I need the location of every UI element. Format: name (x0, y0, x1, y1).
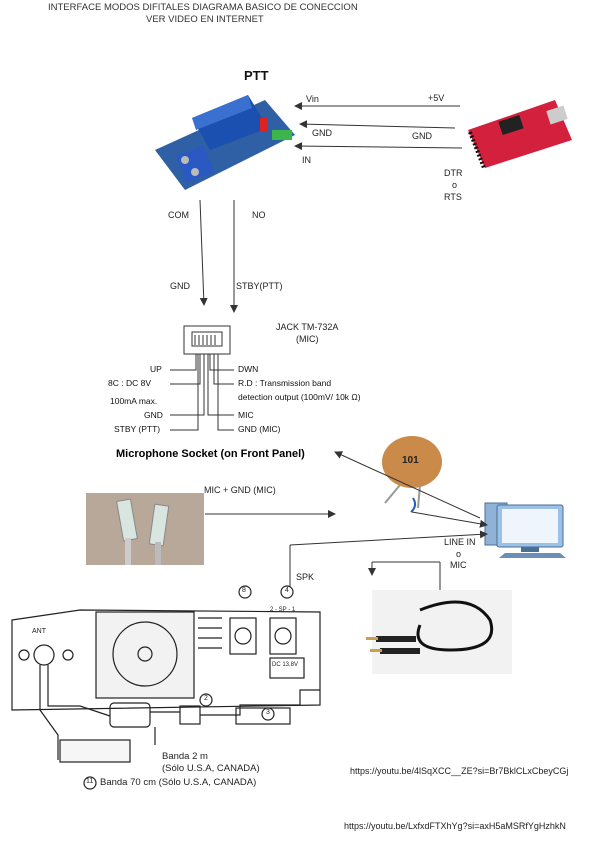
dc-label: DC 13.8V (272, 662, 299, 668)
ftdi-adapter-image (468, 100, 572, 169)
pin-100ma: 100mA max. (110, 396, 158, 406)
in-label: IN (302, 155, 311, 165)
vin-label: Vin (306, 94, 319, 104)
banda-2m-sub: (Sólo U.S.A, CANADA) (162, 763, 260, 774)
video-link-2[interactable]: https://youtu.be/LxfxdFTXhYg?si=axH5aMSR… (344, 821, 566, 831)
dtr-label: DTR (444, 168, 463, 178)
ptt-title: PTT (244, 68, 269, 83)
gnd-label-right: GND (412, 131, 432, 141)
spk-label: SPK (296, 572, 315, 582)
pin-mic: MIC (238, 410, 254, 420)
mic-gnd-label: MIC + GND (MIC) (204, 485, 276, 495)
relay-arrows (199, 102, 463, 313)
sp-label: 2 - SP - 1 (270, 607, 296, 613)
stby-ptt-label: STBY(PTT) (236, 281, 283, 291)
header-subtitle: VER VIDEO EN INTERNET (146, 14, 264, 25)
line-in-label: LINE IN (444, 537, 476, 547)
pin-rd: R.D : Transmission band (238, 378, 332, 388)
pin-8c: 8C : DC 8V (108, 378, 151, 388)
ant-label: ANT (32, 628, 46, 635)
banda-2m-label: Banda 2 m (162, 751, 208, 762)
pin-stby: STBY (PTT) (114, 424, 161, 434)
num-2: 2 (204, 695, 208, 702)
computer-icon (484, 502, 566, 558)
mic-socket-label: Microphone Socket (on Front Panel) (116, 448, 305, 460)
pin-dwn: DWN (238, 364, 259, 374)
num-8: 8 (242, 587, 246, 594)
video-link-1[interactable]: https://youtu.be/4lSqXCC__ZE?si=Br7BklCL… (350, 766, 569, 776)
pin-gnd: GND (144, 410, 163, 420)
header-title: INTERFACE MODOS DIFITALES DIAGRAMA BASIC… (48, 2, 358, 13)
mic-jack-drawing (170, 325, 234, 431)
radio-rear-panel (11, 585, 321, 790)
banda-70cm-label: Banda 70 cm (Sólo U.S.A, CANADA) (100, 777, 257, 788)
pin-rd-detail: detection output (100mV/ 10k Ω) (238, 392, 361, 402)
capacitor-value: 101 (402, 455, 419, 466)
relay-module-image (155, 95, 295, 190)
line-in-or-label: o (456, 549, 462, 559)
jack-subtitle: (MIC) (296, 334, 319, 344)
rts-label: RTS (444, 192, 462, 202)
gnd-down-label: GND (170, 281, 190, 291)
num-3: 3 (266, 709, 270, 716)
num-4: 4 (285, 587, 289, 594)
capacitor-image (382, 436, 442, 513)
pc-arrows (205, 451, 488, 590)
com-label: COM (168, 210, 189, 220)
no-label: NO (252, 210, 266, 220)
mic-pc-label: MIC (450, 560, 467, 570)
audio-cable-photo (366, 590, 512, 674)
jack-title: JACK TM-732A (276, 322, 339, 332)
num-11: 11 (86, 778, 94, 785)
gnd-label-left: GND (312, 128, 332, 138)
pin-gnd-mic: GND (MIC) (238, 424, 281, 434)
dtr-or-label: o (452, 180, 458, 190)
mic-plug-photo (86, 493, 204, 565)
pin-up: UP (150, 364, 162, 374)
plus5v-label: +5V (428, 93, 445, 103)
